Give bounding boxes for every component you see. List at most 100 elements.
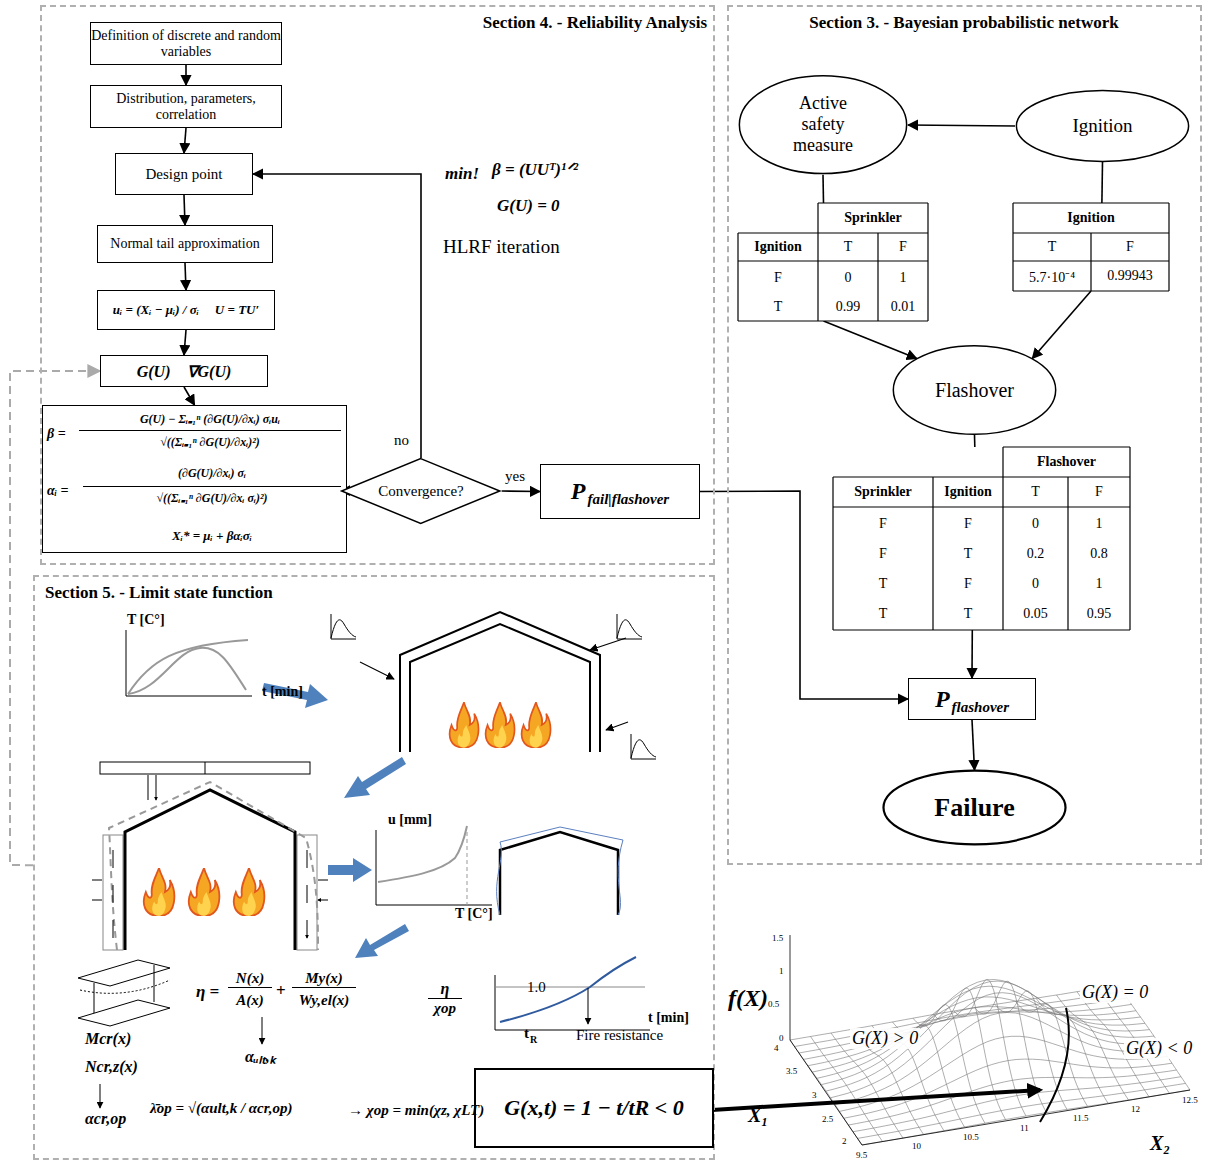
node-content: Pfail|flashover (571, 478, 669, 505)
node-label: P (935, 686, 950, 713)
table-line (1168, 203, 1169, 291)
loaded-frame (109, 782, 318, 950)
node-label: G(U) (137, 363, 171, 381)
connector (184, 330, 186, 355)
connector (502, 490, 540, 492)
fire-curve-icon (331, 614, 656, 759)
panel-heading: Section 5. - Limit state function (45, 583, 375, 603)
table-cell: 1 (1068, 569, 1130, 599)
table-line (817, 203, 818, 321)
limit-curve (1040, 1008, 1069, 1122)
formula-text: √((Σᵢ₌₁ⁿ ∂G(U)/∂xᵢ)²) (79, 430, 341, 450)
table-cell: T (833, 569, 933, 599)
mesh-line (831, 993, 1159, 1098)
table-cell: T (738, 292, 818, 321)
annotation: 0 (779, 1033, 784, 1043)
displacement-graph (467, 832, 468, 905)
node-content: Pflashover (935, 686, 1009, 713)
node-content: Ignition (1072, 115, 1132, 137)
table-line (1013, 202, 1169, 203)
table-cell: F (1091, 233, 1169, 261)
process-box: Definition of discrete and random variab… (90, 22, 282, 65)
flow-arrow (355, 924, 409, 958)
table-line (737, 233, 738, 321)
node-label: Design point (145, 166, 222, 183)
resistance-graph (500, 957, 636, 1022)
table-cell: 0.99943 (1091, 261, 1169, 291)
annotation: G(U) = 0 (497, 196, 560, 216)
table-cell: F (933, 569, 1003, 599)
deformed-frame (497, 827, 623, 915)
annotation: T [C°] (127, 612, 165, 628)
node-label: Active safety measure (777, 93, 869, 156)
node-content: uᵢ = (Xᵢ − μᵢ) / σᵢU = TU′ (113, 302, 259, 318)
annotation: η = (196, 982, 219, 1002)
node-content: Definition of discrete and random variab… (91, 28, 281, 60)
annotation: N(x) (228, 970, 272, 988)
table-line (1090, 233, 1091, 291)
table-cell: 0.8 (1068, 539, 1130, 569)
mesh-line (804, 1004, 1132, 1059)
fire-curve-icon (631, 734, 656, 759)
annotation: min! (445, 164, 479, 184)
process-box: Distribution, parameters, correlation (90, 85, 282, 128)
annotation: 1 (779, 966, 784, 976)
flame (522, 702, 551, 747)
panel-heading: Section 4. - Reliability Analysis (342, 13, 707, 33)
table-line (738, 232, 928, 233)
annotation: αcr,op (85, 1110, 126, 1128)
annotation: 9.5 (856, 1150, 867, 1160)
table-cell: T (833, 599, 933, 629)
loaded-frame (125, 790, 295, 950)
table-cell: Ignition (1013, 203, 1169, 233)
annotation: G(X) = 0 (1080, 982, 1150, 1003)
mesh-line (1036, 998, 1108, 1103)
table-line (738, 320, 928, 321)
node-label: Distribution, parameters, correlation (91, 91, 281, 123)
formula-text: β = (47, 426, 79, 442)
flow-arrow (262, 683, 409, 958)
annotation: 4 (774, 1043, 779, 1053)
annotation: λ̄op = √(αult,k / αcr,op) (150, 1100, 293, 1117)
annotation: G(X) < 0 (1124, 1038, 1194, 1059)
table-grid (833, 447, 1130, 630)
flame (234, 868, 265, 916)
table-cell: 0 (818, 263, 878, 292)
table-cell: Flashover (1003, 447, 1130, 477)
annotation: 10.5 (963, 1132, 979, 1142)
flame (486, 702, 515, 747)
connector (185, 65, 187, 85)
annotation: 12.5 (1182, 1095, 1198, 1105)
table-cell: F (738, 263, 818, 292)
node-outline (893, 346, 1055, 435)
node-content: Distribution, parameters, correlation (91, 91, 281, 123)
annotation: X₂ (1150, 1132, 1170, 1155)
connector (908, 125, 1015, 126)
annotation: R (530, 1034, 537, 1046)
annotation: My(x) (292, 970, 356, 988)
node-content: Normal tail approximation (110, 236, 259, 252)
mesh-line (811, 1037, 883, 1142)
i-beam (78, 1000, 170, 1026)
table-line (932, 477, 933, 630)
table-cell: Sprinkler (818, 203, 928, 233)
node-content: Flashover (935, 379, 1014, 402)
annotation: X₁ (748, 1104, 768, 1127)
connector (184, 387, 195, 405)
table-cell: 1 (878, 263, 928, 292)
node-label: uᵢ = (Xᵢ − μᵢ) / σᵢ (113, 302, 199, 318)
temperature-time-graph (128, 640, 248, 694)
annotation: 12 (1131, 1104, 1140, 1114)
flame (144, 702, 551, 916)
i-beam (80, 980, 170, 993)
formula-text: G(U) − Σᵢ₌₁ⁿ (∂G(U)/∂xᵢ) σᵢuᵢ (79, 410, 341, 427)
displacement-graph (376, 830, 492, 905)
annotation: 11.5 (1073, 1113, 1088, 1123)
annotation: 1.5 (772, 933, 783, 943)
node-label: Failure (934, 793, 1014, 823)
edge-label: yes (503, 468, 527, 485)
probability-table: SprinklerIgnitionTFF01T0.990.01 (738, 203, 928, 321)
table-line (1003, 446, 1130, 447)
node-content: G(U)∇G(U) (137, 362, 232, 381)
heat-arrow (606, 722, 628, 730)
